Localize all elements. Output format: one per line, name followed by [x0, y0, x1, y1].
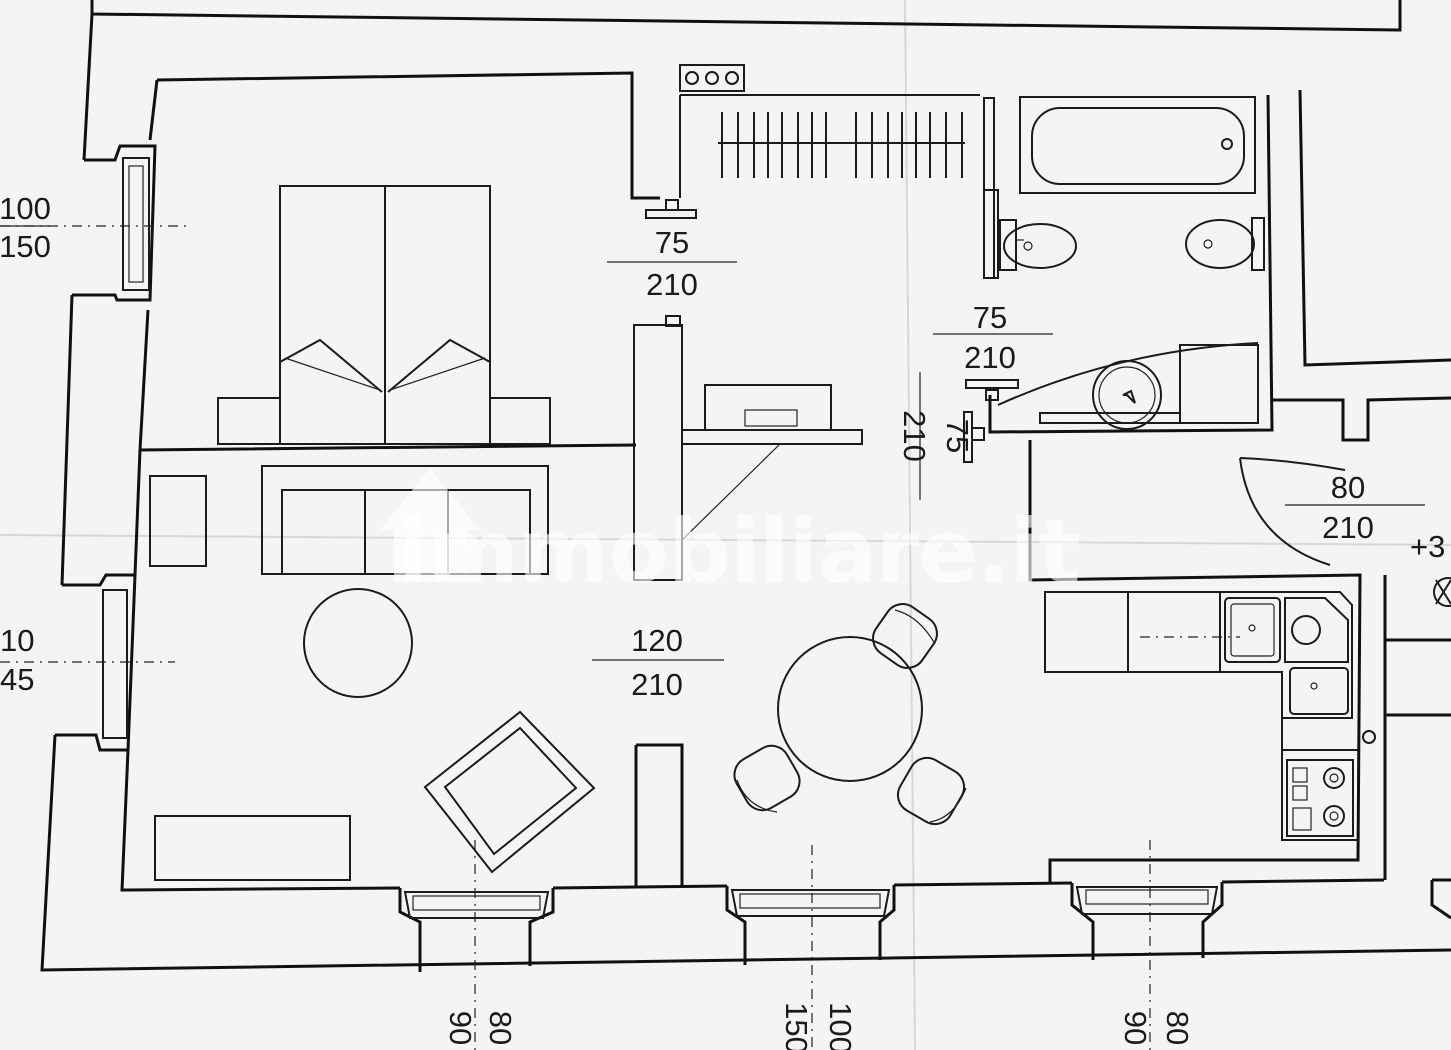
double-bed: [217, 185, 551, 445]
dimension-window-bottom-1: 80 90: [443, 1011, 518, 1045]
toilet: [1185, 217, 1265, 271]
shower-basin: [1039, 344, 1259, 430]
entrance-marker: [1433, 577, 1451, 607]
dining-table: [777, 636, 923, 782]
window-left-bottom: [0, 573, 175, 752]
dim-height: 90: [443, 1011, 478, 1045]
dim-width: 100: [823, 1002, 858, 1050]
dining-chair: [733, 744, 801, 813]
dimension-window-bottom-2: 100 150: [779, 1002, 858, 1050]
dim-width: 10: [0, 623, 34, 658]
dim-width: 80: [483, 1011, 518, 1045]
paper-fold: [0, 534, 1451, 546]
dining-chair: [872, 603, 938, 669]
dim-height: 210: [1322, 510, 1374, 545]
dim-height: 150: [779, 1002, 814, 1050]
hob: [1286, 759, 1354, 837]
dim-height: 150: [0, 229, 51, 264]
dimension-door-entrance: 80 210: [1285, 470, 1425, 545]
dim-width: 80: [1160, 1011, 1195, 1045]
window-bottom-1: [398, 840, 555, 1050]
window-bottom-4: [1430, 880, 1451, 920]
dim-height: 45: [0, 662, 34, 697]
tv-unit: [154, 815, 351, 881]
level-marker: +3: [1410, 529, 1445, 564]
dim-width: 75: [940, 419, 975, 453]
wardrobe: [718, 112, 965, 178]
dim-width: 80: [1331, 470, 1365, 505]
dim-width: 120: [631, 623, 683, 658]
dim-width: 75: [655, 225, 689, 260]
dimension-door-hall: 75 210: [897, 372, 975, 500]
dim-width: 100: [0, 191, 51, 226]
watermark: immobiliare.it: [380, 468, 1081, 603]
dim-height: 90: [1118, 1011, 1153, 1045]
dim-height: 210: [631, 667, 683, 702]
dim-height: 210: [646, 267, 698, 302]
outer-walls: [40, 0, 1451, 972]
extractor: [1362, 730, 1376, 744]
dimension-door-bedroom: 75 210: [607, 225, 737, 302]
armchair: [423, 710, 596, 874]
window-bottom-2: [725, 845, 896, 1050]
dimension-window-left-top: 100 150: [0, 191, 51, 264]
dining-chair: [896, 756, 967, 826]
side-cabinet: [149, 475, 207, 567]
paper-fold: [904, 0, 916, 1050]
door-bedroom: [645, 199, 697, 219]
door-hall: [963, 411, 985, 463]
dimension-door-bathroom: 75 210: [933, 300, 1053, 375]
interior-walls: [633, 94, 999, 888]
coffee-table: [303, 588, 413, 698]
dim-height: 210: [964, 340, 1016, 375]
dimension-window-left-bottom: 10 45: [0, 623, 34, 697]
dim-height: 210: [897, 410, 932, 462]
window-bottom-3: [1070, 840, 1224, 1050]
dimension-opening-living: 120 210: [592, 623, 724, 702]
hall-cabinet: [704, 384, 832, 431]
house-logo-icon: [380, 468, 480, 582]
watermark-text: immobiliare.it: [398, 500, 1080, 603]
dim-width: 75: [973, 300, 1007, 335]
electric-panel: [679, 64, 745, 92]
kitchen-counter: [1044, 591, 1358, 841]
door-entrance: [1239, 457, 1346, 566]
kitchen-sink: [1224, 597, 1349, 715]
dimension-window-bottom-3: 80 90: [1118, 1011, 1195, 1045]
bathtub: [1019, 96, 1256, 194]
bidet: [999, 219, 1077, 271]
